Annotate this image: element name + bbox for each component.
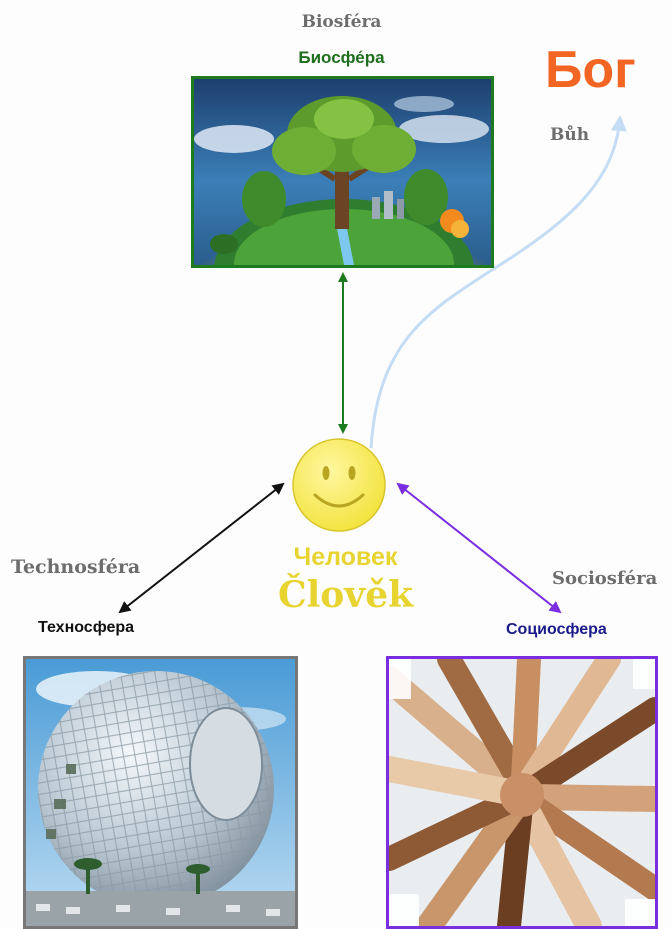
buh-label: Bůh xyxy=(550,125,590,145)
spherical-glass-building-icon xyxy=(26,659,295,926)
bog-label: Бог xyxy=(545,41,636,99)
technosfera-label-cz: Technosféra xyxy=(11,556,141,578)
technosfera-clovek-arrow xyxy=(118,482,285,614)
technosfera-image xyxy=(23,656,298,929)
sociosfera-label-cz: Sociosféra xyxy=(552,568,658,589)
biosfera-label-cz: Biosféra xyxy=(301,12,382,32)
smiley-face-icon xyxy=(292,438,386,532)
biosfera-label-ru: Биосфе́ра xyxy=(298,48,385,67)
stacked-hands-icon xyxy=(389,659,655,926)
sociosfera-image xyxy=(386,656,658,929)
clovek-label-cz: Člověk xyxy=(277,574,414,616)
technosfera-label-ru: Техносфера xyxy=(38,619,135,636)
clovek-buh-arrow xyxy=(369,115,627,449)
biosfera-image xyxy=(191,76,494,268)
sociosfera-label-ru: Социосфера xyxy=(506,621,607,638)
sociosfera-clovek-arrow xyxy=(396,482,562,614)
biosphere-tree-globe-icon xyxy=(194,79,491,265)
clovek-label-ru: Человек xyxy=(293,543,398,571)
